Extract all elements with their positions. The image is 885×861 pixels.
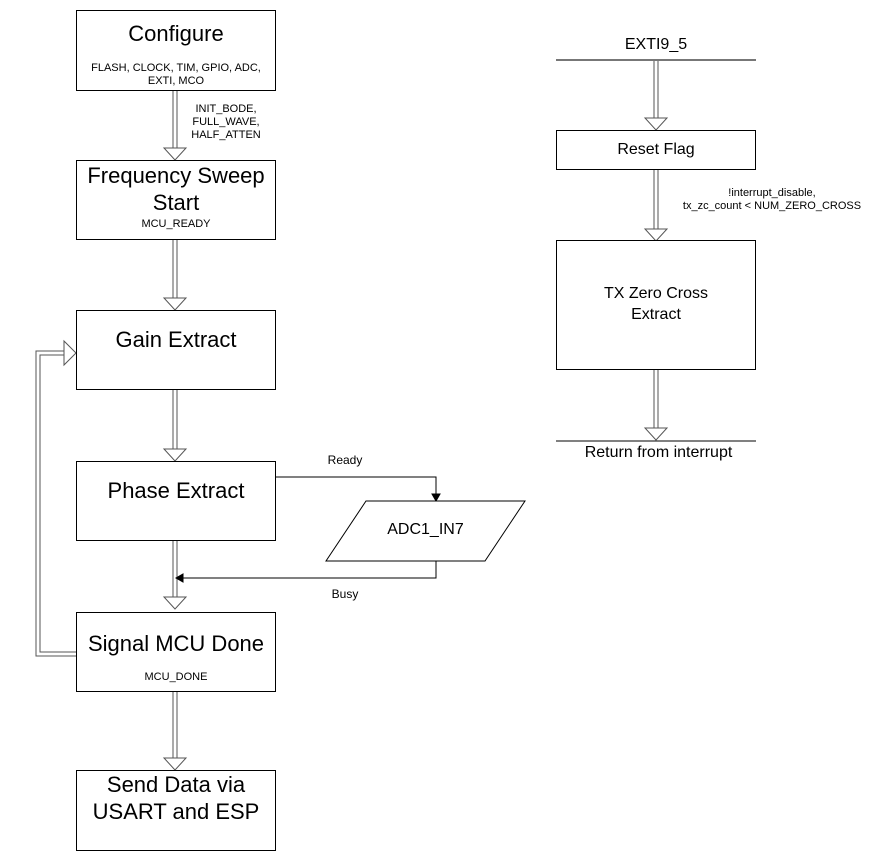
arrow-busy-head — [174, 573, 184, 583]
arrow-loop-done-to-gain — [35, 339, 77, 657]
edge-label-line: FULL_WAVE, — [192, 116, 260, 128]
signal-done-subtitle: MCU_DONE — [144, 671, 208, 683]
frequency-sweep-title-2: Start — [152, 190, 200, 215]
edge-label-init-modes: INIT_BODE, FULL_WAVE, HALF_ATTEN — [184, 103, 268, 142]
signal-done-title: Signal MCU Done — [87, 631, 265, 656]
arrow-gain-to-phase — [162, 390, 188, 462]
edge-label-busy: Busy — [331, 587, 359, 601]
edge-label-line: tx_zc_count < NUM_ZERO_CROSS — [682, 200, 862, 212]
reset-flag-title: Reset Flag — [617, 141, 695, 158]
arrow-configure-to-sweep — [162, 91, 188, 161]
arrow-sweep-to-gain — [162, 240, 188, 311]
configure-box: Configure FLASH, CLOCK, TIM, GPIO, ADC, … — [76, 10, 276, 91]
edge-label-ready: Ready — [327, 453, 363, 467]
phase-extract-title: Phase Extract — [107, 478, 245, 503]
adc-input-shape — [325, 500, 526, 562]
edge-label-line: INIT_BODE, — [195, 103, 257, 115]
configure-subtitle-2: EXTI, MCO — [147, 75, 205, 87]
reset-flag-box: Reset Flag — [556, 130, 756, 170]
signal-done-box: Signal MCU Done MCU_DONE — [76, 612, 276, 692]
interrupt-start-label: EXTI9_5 — [624, 36, 688, 53]
arrow-txzc-to-return — [643, 370, 669, 441]
tx-zero-cross-title-2: Extract — [631, 306, 681, 323]
arrow-ready — [275, 476, 437, 494]
interrupt-end-label: Return from interrupt — [584, 444, 733, 461]
arrow-done-to-send — [162, 692, 188, 771]
frequency-sweep-box: Frequency Sweep Start MCU_READY — [76, 160, 276, 240]
edge-label-line: !interrupt_disable, — [728, 187, 816, 199]
arrow-reset-to-txzc — [643, 170, 669, 242]
tx-zero-cross-box: TX Zero Cross Extract — [556, 240, 756, 370]
arrow-busy — [183, 561, 437, 579]
gain-extract-title: Gain Extract — [115, 327, 237, 352]
configure-subtitle-1: FLASH, CLOCK, TIM, GPIO, ADC, — [91, 62, 261, 74]
adc-input-label: ADC1_IN7 — [387, 521, 464, 538]
send-data-title-2: USART and ESP — [92, 799, 260, 824]
arrow-exti-to-reset — [643, 61, 669, 131]
tx-zero-cross-title-1: TX Zero Cross — [603, 285, 708, 302]
edge-label-condition: !interrupt_disable, tx_zc_count < NUM_ZE… — [666, 187, 878, 213]
configure-title: Configure — [128, 21, 224, 46]
arrow-phase-to-done — [162, 541, 188, 610]
frequency-sweep-subtitle: MCU_READY — [141, 218, 211, 230]
send-data-box: Send Data via USART and ESP — [76, 770, 276, 851]
arrow-ready-head — [431, 493, 441, 503]
frequency-sweep-title-1: Frequency Sweep — [87, 163, 265, 188]
send-data-title-1: Send Data via — [106, 772, 246, 797]
phase-extract-box: Phase Extract — [76, 461, 276, 541]
gain-extract-box: Gain Extract — [76, 310, 276, 390]
edge-label-line: HALF_ATTEN — [191, 129, 261, 141]
